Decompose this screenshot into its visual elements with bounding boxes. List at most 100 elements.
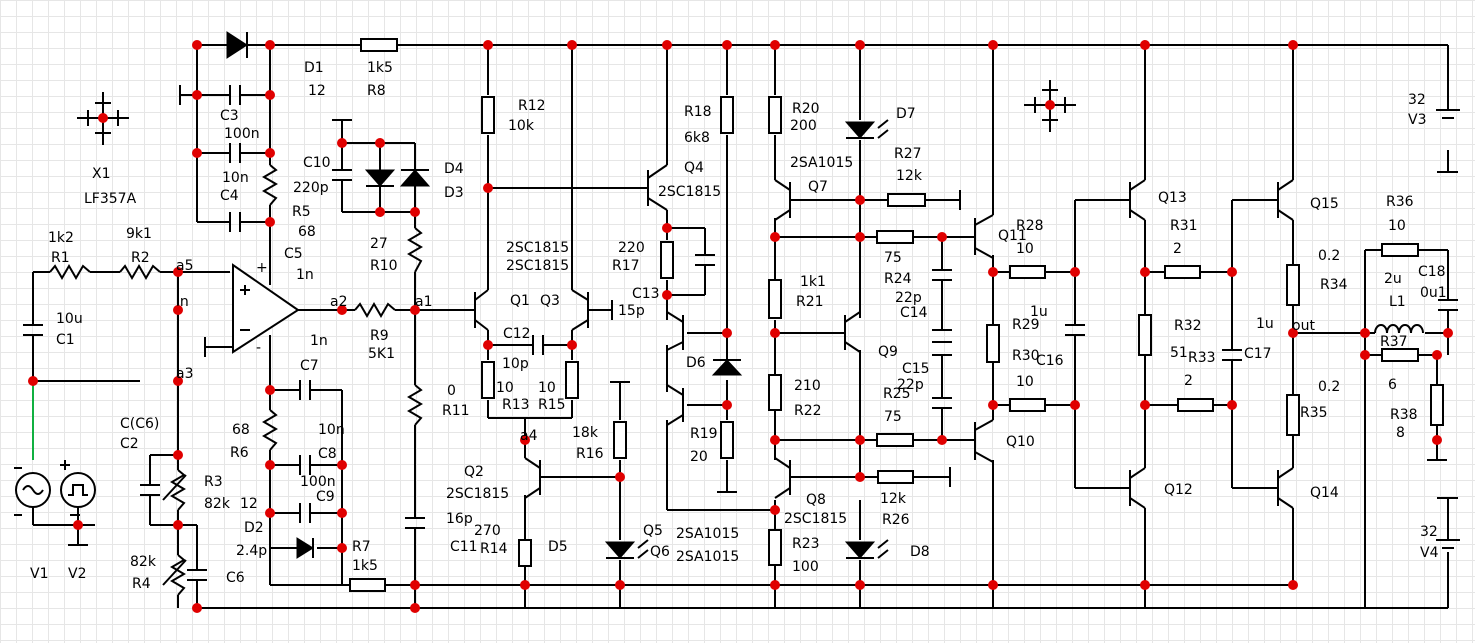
component-label: D3 [444, 185, 464, 201]
component-label: Q9 [878, 344, 898, 360]
component-label: 0.2 [1318, 379, 1340, 395]
component-label: 210 [794, 378, 821, 394]
component-label: a4 [520, 428, 538, 444]
sources [15, 109, 1460, 549]
component-label: D8 [910, 544, 930, 560]
component-label: V2 [68, 566, 86, 582]
component-label: 1u [1256, 316, 1274, 332]
component-label: C12 [503, 326, 531, 342]
component-label: Q12 [1164, 482, 1193, 498]
component-label: 2SA1015 [676, 526, 739, 542]
component-label: C18 [1418, 264, 1446, 280]
component-label: C4 [220, 188, 239, 204]
component-label: L1 [1389, 294, 1406, 310]
inductor [1374, 324, 1424, 334]
component-label: 75 [884, 250, 902, 266]
component-label: 2SC1815 [658, 184, 721, 200]
component-label: C1 [56, 332, 75, 348]
component-label: a5 [176, 258, 194, 274]
component-label: Q14 [1310, 485, 1339, 501]
component-label: C8 [318, 446, 337, 462]
component-labels: D1121k5R8C3100n10nC4X1LF357AC10220pD4D32… [30, 60, 1447, 592]
component-label: 0u1 [1420, 285, 1447, 301]
component-label: 10n [222, 170, 249, 186]
component-label: 2.4p [236, 543, 267, 559]
component-label: C11 [450, 539, 478, 555]
component-label: 2SA1015 [790, 155, 853, 171]
component-label: 100n [224, 126, 260, 142]
component-label: R2 [131, 250, 150, 266]
component-label: R35 [1300, 405, 1328, 421]
component-label: C14 [900, 305, 928, 321]
component-label: R14 [480, 541, 508, 557]
component-label: R25 [883, 386, 911, 402]
svg-text:-: - [256, 340, 261, 356]
component-label: D5 [548, 539, 568, 555]
component-label: 12 [240, 496, 258, 512]
component-label: 100 [792, 559, 819, 575]
component-label: 6 [1388, 377, 1397, 393]
component-label: C9 [316, 489, 335, 505]
component-label: R8 [367, 83, 386, 99]
component-label: R9 [370, 328, 389, 344]
component-label: C17 [1244, 346, 1272, 362]
component-label: R16 [576, 446, 604, 462]
component-label: 200 [790, 118, 817, 134]
component-label: C7 [300, 358, 319, 374]
component-label: R15 [538, 397, 566, 413]
component-label: 12k [896, 168, 923, 184]
component-label: R5 [292, 204, 311, 220]
component-label: 100n [300, 474, 336, 490]
component-label: 32 [1408, 92, 1426, 108]
component-label: C13 [632, 286, 660, 302]
component-label: 2SC1815 [506, 240, 569, 256]
component-label: R12 [518, 98, 546, 114]
component-label: V1 [30, 566, 48, 582]
component-label: Q3 [540, 293, 560, 309]
component-label: 2SA1015 [676, 549, 739, 565]
component-label: 10u [56, 311, 83, 327]
component-label: R36 [1386, 194, 1414, 210]
move-handle-icon-2[interactable] [1024, 80, 1076, 132]
component-label: R6 [230, 445, 249, 461]
component-label: R4 [132, 576, 151, 592]
component-label: C16 [1036, 353, 1064, 369]
component-label: LF357A [84, 191, 137, 207]
component-label: 22p [897, 377, 924, 393]
component-label: C6 [226, 570, 245, 586]
component-label: 1n [310, 333, 328, 349]
component-label: R22 [794, 403, 822, 419]
component-label: 12k [880, 491, 907, 507]
component-label: 51 [1170, 345, 1188, 361]
component-label: D6 [686, 355, 706, 371]
component-label: D4 [444, 161, 464, 177]
component-label: 0 [447, 383, 456, 399]
component-label: 10 [1388, 218, 1406, 234]
component-label: 2 [1173, 241, 1182, 257]
component-label: 10 [538, 380, 556, 396]
component-label: 32 [1420, 524, 1438, 540]
component-label: 82k [204, 496, 231, 512]
component-label: R30 [1012, 348, 1040, 364]
component-label: 6k8 [684, 130, 710, 146]
component-label: Q8 [806, 492, 826, 508]
move-handle-icon[interactable] [77, 92, 129, 145]
component-label: R1 [51, 250, 70, 266]
component-label: Q7 [808, 179, 828, 195]
component-label: 9k1 [126, 226, 152, 242]
component-label: 2 [1184, 373, 1193, 389]
component-label: R19 [690, 426, 718, 442]
resistors [49, 38, 1444, 596]
component-label: 68 [232, 422, 250, 438]
component-label: R29 [1012, 317, 1040, 333]
component-label: D1 [304, 60, 324, 76]
component-label: Q15 [1310, 196, 1339, 212]
component-label: 1k2 [48, 230, 74, 246]
component-label: Q13 [1158, 190, 1187, 206]
component-label: 10n [318, 422, 345, 438]
component-label: V4 [1420, 545, 1439, 561]
component-label: a1 [415, 294, 433, 310]
component-label: 1u [1030, 304, 1048, 320]
